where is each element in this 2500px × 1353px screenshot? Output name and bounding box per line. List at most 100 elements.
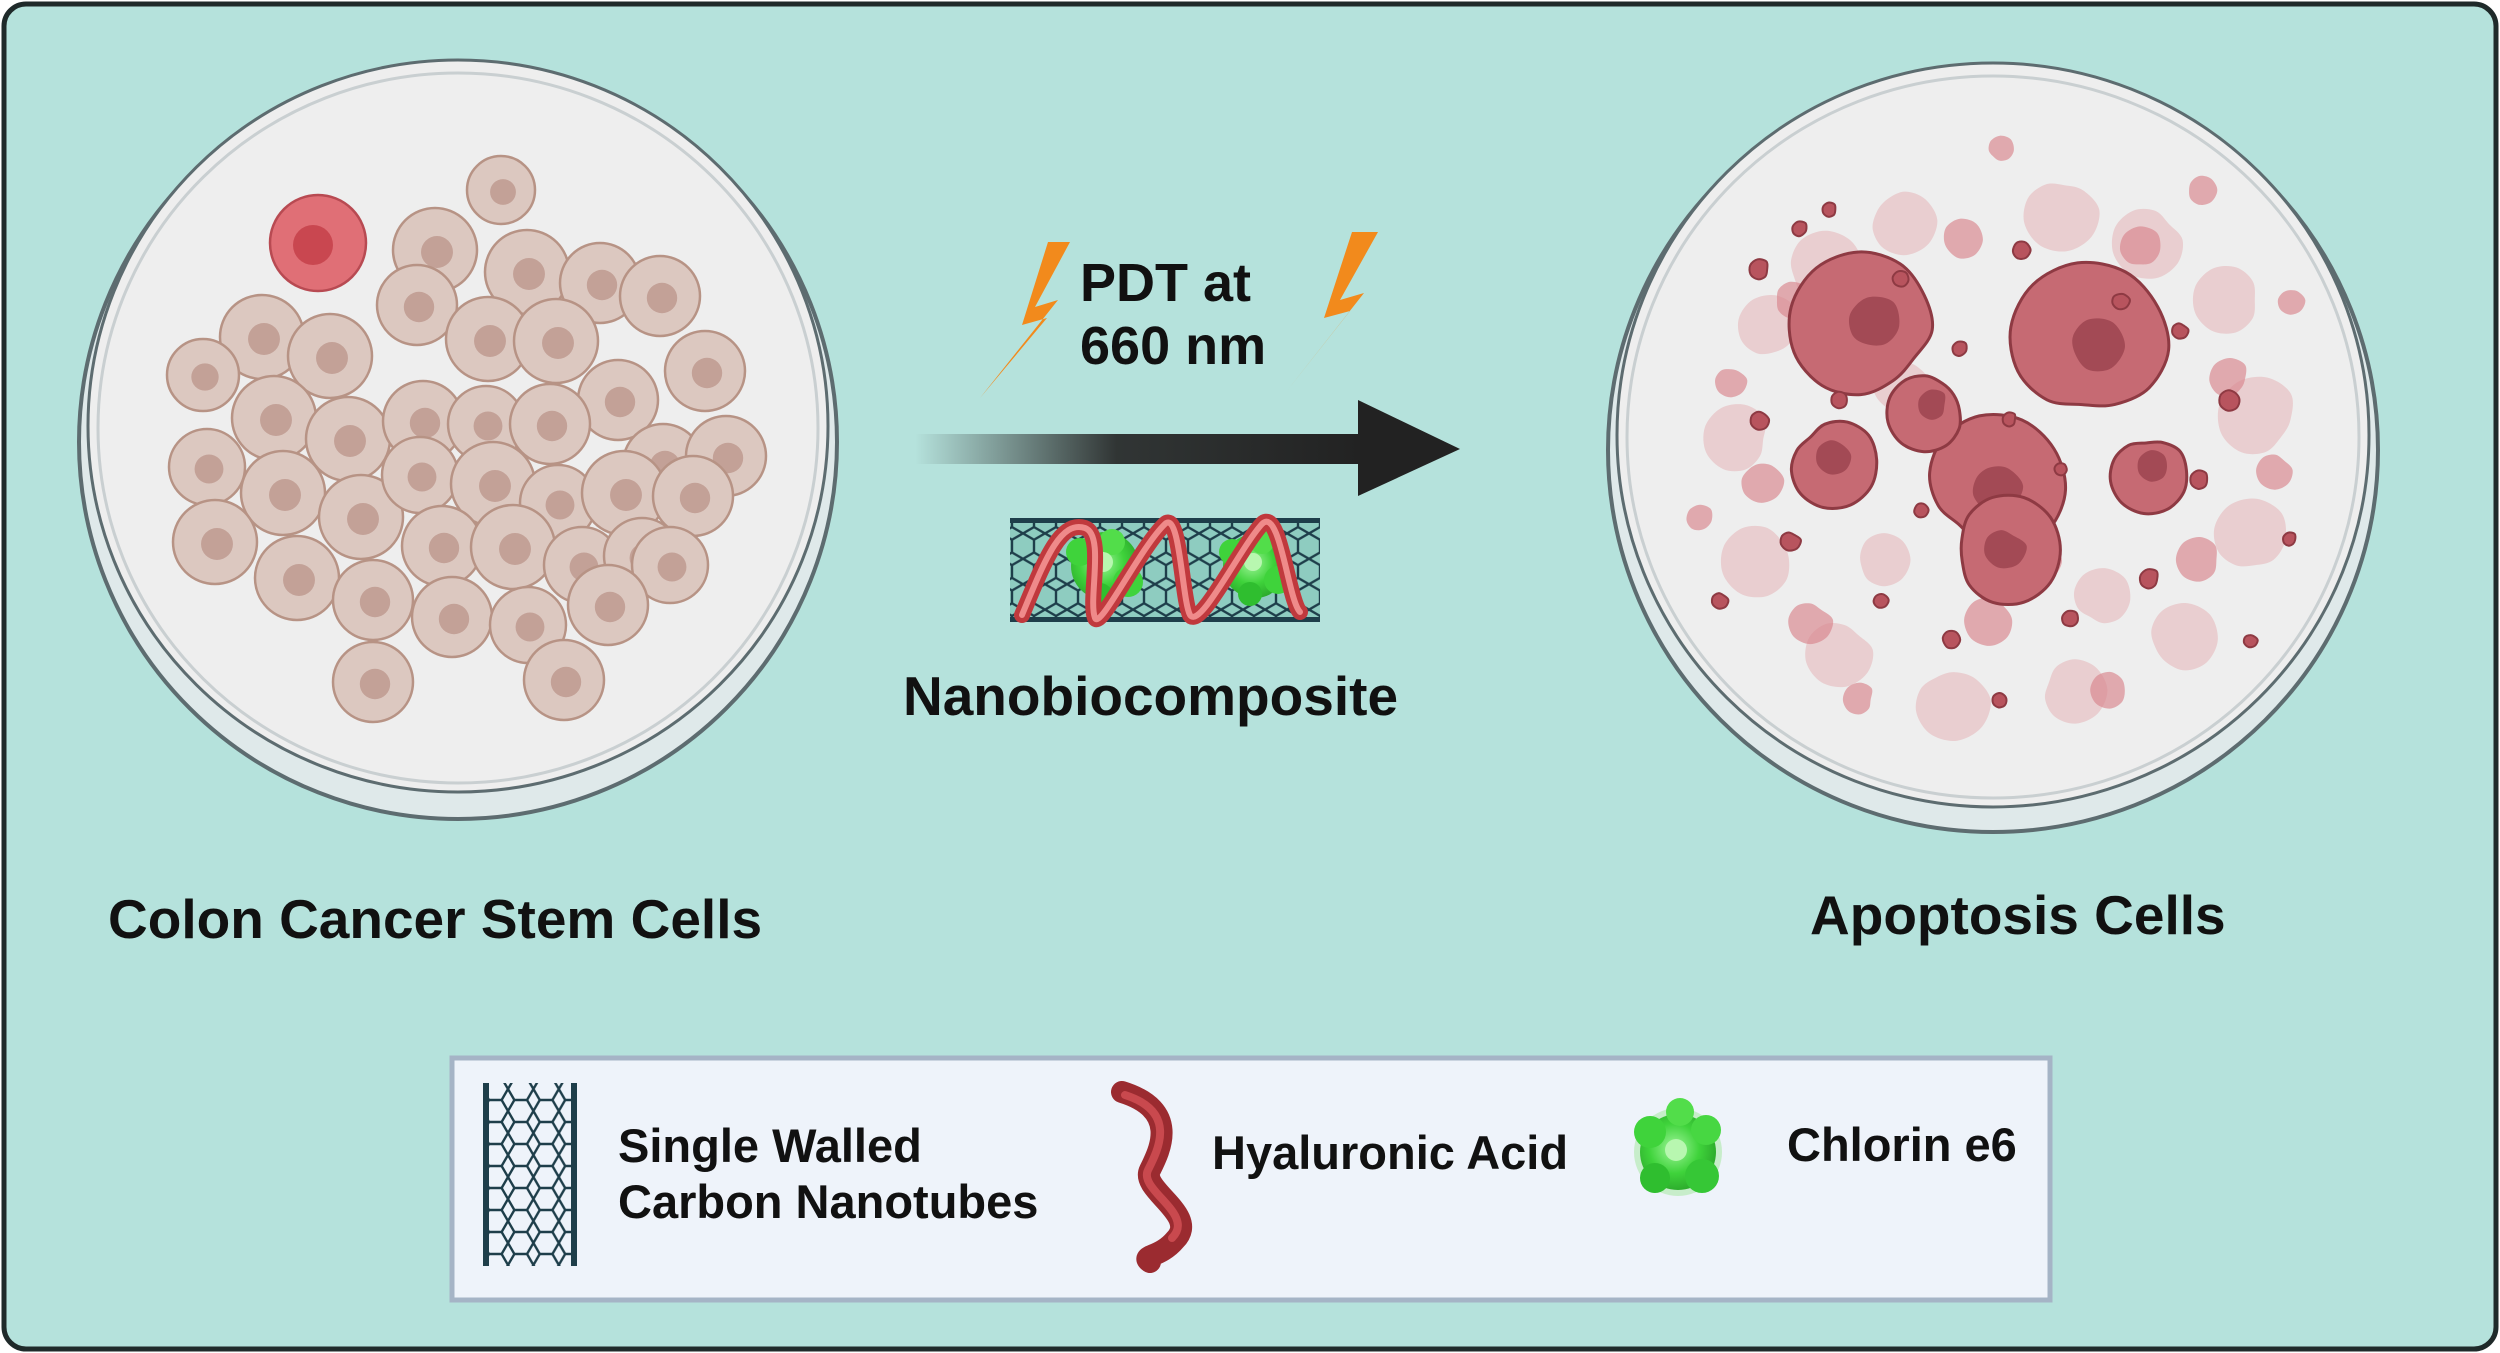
chlorin-e6-molecule-icon xyxy=(1634,1098,1722,1196)
stem-cell xyxy=(444,295,532,383)
apoptotic-body xyxy=(1749,410,1771,431)
legend-swcnt-line2: Carbon Nanotubes xyxy=(618,1175,1039,1229)
stem-cell xyxy=(469,503,557,591)
cell-fragment xyxy=(2119,226,2161,265)
stem-cell xyxy=(663,329,747,413)
legend-swcnt-line1: Single Walled xyxy=(618,1119,922,1172)
cell-fragment xyxy=(2192,266,2255,334)
apoptotic-body xyxy=(2282,531,2297,547)
stem-cell xyxy=(253,534,341,622)
cell-fragment xyxy=(2090,671,2125,709)
stem-cell xyxy=(375,263,459,347)
stem-cell xyxy=(508,382,592,466)
left-dish-label: Colon Cancer Stem Cells xyxy=(108,888,763,950)
apoptotic-body xyxy=(2242,634,2259,649)
legend-box xyxy=(449,1055,2053,1303)
cell-fragment xyxy=(2044,659,2108,724)
cell-fragment xyxy=(2175,536,2217,582)
hyaluronic-acid-strand-highlight xyxy=(1121,1091,1182,1242)
cell-fragment xyxy=(2023,183,2100,252)
stem-cell xyxy=(410,575,494,659)
stem-cell xyxy=(400,504,484,588)
apoptotic-body xyxy=(2138,568,2159,590)
apoptotic-body xyxy=(1830,390,1848,410)
stem-cell xyxy=(167,427,247,507)
cancer-stem-cell xyxy=(268,193,368,293)
apoptotic-body xyxy=(1991,692,2008,709)
apoptotic-body xyxy=(2218,389,2241,412)
cell-fragment xyxy=(2151,602,2218,671)
right-dish-label: Apoptosis Cells xyxy=(1810,884,2226,946)
stem-cell xyxy=(618,254,702,338)
stem-cell xyxy=(465,154,537,226)
stem-cell-cluster xyxy=(165,154,768,724)
apoptotic-body xyxy=(1821,201,1837,218)
apoptotic-body xyxy=(2001,411,2017,428)
apoptotic-cell xyxy=(1959,493,2062,607)
carbon-nanotube-icon xyxy=(483,1083,577,1266)
apoptotic-cell xyxy=(1789,419,1879,510)
cell-fragment xyxy=(1964,597,2013,646)
cell-fragment xyxy=(1741,463,1785,503)
apoptotic-body xyxy=(1779,531,1802,552)
cell-fragment xyxy=(2277,290,2306,315)
cell-fragment xyxy=(1842,682,1873,715)
hyaluronic-acid-ribbon xyxy=(1014,513,1308,628)
apoptotic-body xyxy=(2111,292,2131,311)
pdt-label-line2: 660 nm xyxy=(1080,316,1267,377)
cell-fragment xyxy=(1988,135,2014,161)
treatment-arrow xyxy=(915,400,1460,496)
cell-fragment xyxy=(2209,358,2247,397)
cell-fragment xyxy=(2073,568,2131,624)
apoptotic-body xyxy=(1872,592,1890,609)
stem-cell xyxy=(566,563,650,647)
apoptotic-body xyxy=(1941,629,1962,650)
stem-cell xyxy=(331,640,415,724)
apoptotic-cell xyxy=(1787,250,1935,397)
stem-cell xyxy=(165,337,241,413)
apoptotic-body xyxy=(2011,240,2032,260)
pdt-label: PDT at 660 nm xyxy=(1080,252,1266,378)
apoptotic-body xyxy=(1748,258,1769,281)
cell-fragment xyxy=(1943,218,1983,259)
stem-cell xyxy=(522,638,606,722)
cell-fragment xyxy=(1915,672,1991,741)
apoptotic-body xyxy=(2171,322,2190,340)
cell-fragment xyxy=(1872,191,1938,256)
legend-item-chlorin-e6-label: Chlorin e6 xyxy=(1787,1118,2017,1171)
left-petri-dish xyxy=(77,58,839,821)
legend-item-hyaluronic-acid-label: Hyaluronic Acid xyxy=(1212,1126,1569,1179)
stem-cell xyxy=(230,374,318,462)
apoptotic-body xyxy=(1951,340,1968,358)
cell-fragment xyxy=(2189,175,2218,205)
stem-cell xyxy=(286,312,374,400)
apoptotic-body xyxy=(1710,592,1730,610)
lightning-bolt-icon xyxy=(1286,232,1378,392)
nanobiocomposite-illustration xyxy=(1010,513,1320,628)
stem-cell xyxy=(651,454,735,538)
cell-fragment xyxy=(1788,603,1834,645)
stem-cell xyxy=(331,558,415,642)
apoptotic-body xyxy=(2053,462,2068,477)
cell-fragment xyxy=(2213,498,2287,567)
cell-fragment xyxy=(1686,504,1713,531)
legend-item-swcnt-label: Single Walled Carbon Nanotubes xyxy=(618,1118,1038,1231)
stem-cell xyxy=(512,297,600,385)
apoptotic-cell-cluster xyxy=(1686,135,2306,741)
apoptotic-body xyxy=(2189,469,2209,490)
apoptotic-body xyxy=(1791,220,1808,238)
stem-cell xyxy=(239,449,327,537)
apoptotic-body xyxy=(1913,502,1930,519)
stem-cell xyxy=(304,395,392,483)
stem-cell xyxy=(576,358,660,442)
cell-fragment xyxy=(1720,525,1790,598)
cell-fragment xyxy=(1715,369,1748,398)
nanobiocomposite-label: Nanobiocomposite xyxy=(903,665,1399,727)
pdt-label-line1: PDT at xyxy=(1080,253,1252,313)
apoptotic-cell xyxy=(2108,440,2189,516)
stem-cell xyxy=(380,435,460,515)
stem-cell xyxy=(171,498,259,586)
apoptotic-body xyxy=(1891,270,1910,288)
apoptotic-cell xyxy=(1885,374,1962,454)
